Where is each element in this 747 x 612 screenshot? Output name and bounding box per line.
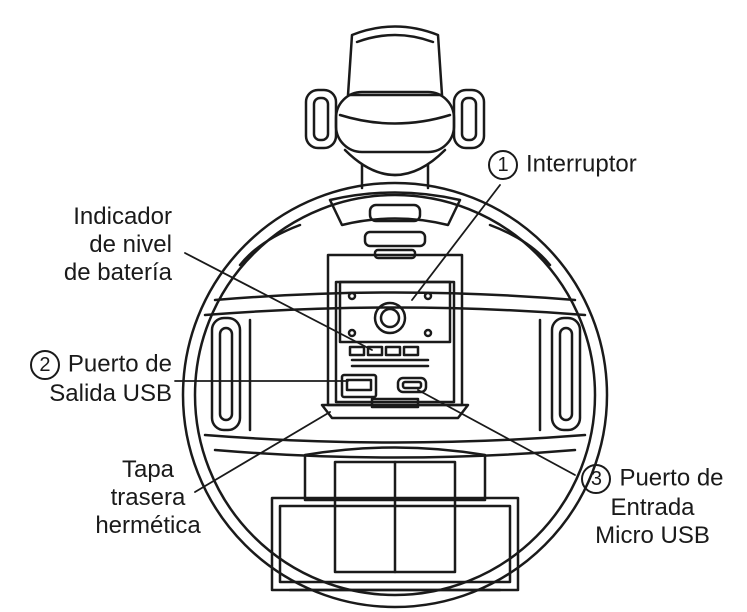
- callout-indicador: Indicador de nivel de batería: [60, 203, 172, 287]
- callout-tapa-line-2: trasera: [110, 484, 186, 511]
- callout-number-1: 1: [488, 150, 518, 180]
- leader-indicador: [184, 252, 373, 351]
- callout-tapa-line-3: hermética: [95, 512, 201, 539]
- callout-entrada-usb-line-1: Puerto de: [619, 464, 724, 492]
- callout-lines: [174, 184, 576, 493]
- back-panel: [320, 253, 470, 420]
- bottom-base: [270, 446, 520, 592]
- leader-entrada-usb: [417, 389, 576, 476]
- callout-indicador-line-1: Indicador: [73, 203, 172, 230]
- callout-number-3: 3: [581, 464, 612, 494]
- callout-indicador-line-3: de batería: [63, 259, 172, 286]
- callout-entrada-usb-line-3: Micro USB: [595, 522, 710, 549]
- top-handle: [304, 25, 486, 190]
- leader-interruptor: [411, 184, 501, 301]
- leader-tapa: [194, 411, 331, 493]
- callout-indicador-line-2: de nivel: [89, 231, 172, 258]
- callout-salida-usb-line-1: Puerto de: [67, 350, 172, 378]
- callout-tapa-line-1: Tapa: [121, 456, 175, 483]
- callout-salida-usb-line-2: Salida USB: [49, 380, 172, 407]
- callout-tapa: Tapa trasera hermética: [88, 456, 208, 540]
- callout-number-2: 2: [29, 350, 60, 380]
- callout-label-interruptor: Interruptor: [526, 150, 637, 178]
- callout-interruptor: 1 Interruptor: [488, 150, 637, 180]
- callout-entrada-usb-line-2: Entrada: [610, 494, 695, 521]
- main-body: [181, 181, 609, 609]
